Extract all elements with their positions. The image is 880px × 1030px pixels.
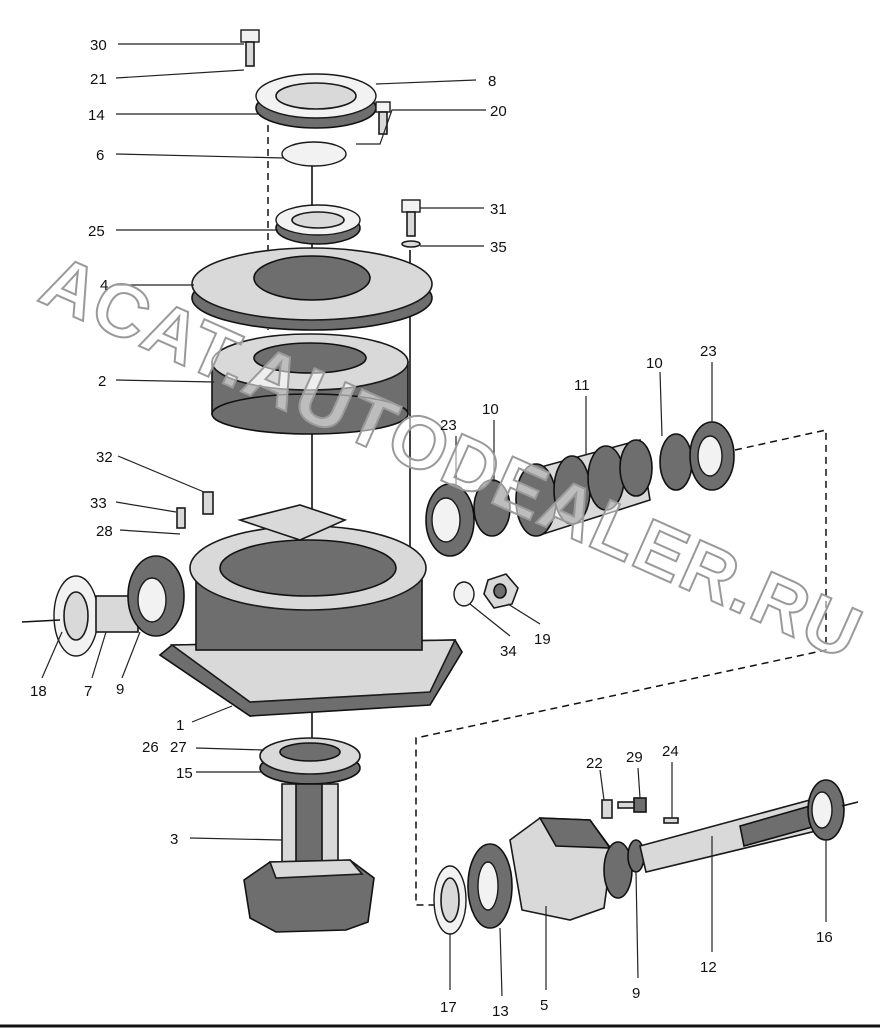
callout-23-left: 23 xyxy=(440,417,457,434)
right-axis-line xyxy=(841,801,859,807)
worm-bearing-23-left xyxy=(425,483,475,557)
callout-32: 32 xyxy=(96,449,113,466)
bolt-20 xyxy=(375,101,391,135)
shaft-12 xyxy=(639,799,822,873)
washer-35 xyxy=(401,240,421,248)
pinion-shaft-3 xyxy=(243,783,375,933)
callout-7: 7 xyxy=(84,683,92,700)
callout-19: 19 xyxy=(534,631,551,648)
callout-10-left: 10 xyxy=(482,401,499,418)
top-cover-8 xyxy=(255,73,377,129)
cover-plate-4 xyxy=(191,247,433,331)
callout-8: 8 xyxy=(488,73,496,90)
callout-33: 33 xyxy=(90,495,107,512)
callout-4: 4 xyxy=(100,277,108,294)
callout-26: 26 xyxy=(142,739,159,756)
callout-10-right: 10 xyxy=(646,355,663,372)
housing-1 xyxy=(158,504,463,717)
callout-9-left: 9 xyxy=(116,681,124,698)
callout-27: 27 xyxy=(170,739,187,756)
callout-34: 34 xyxy=(500,643,517,660)
callout-1: 1 xyxy=(176,717,184,734)
washer-22 xyxy=(601,799,613,819)
callout-22: 22 xyxy=(586,755,603,772)
callout-labels: 30 21 8 14 20 6 31 25 35 4 2 23 10 11 23… xyxy=(30,37,833,1020)
callout-24: 24 xyxy=(662,743,679,760)
ring-gear-2 xyxy=(211,333,409,435)
seal-13 xyxy=(467,843,513,929)
callout-3: 3 xyxy=(170,831,178,848)
bolt-29 xyxy=(617,797,647,813)
callout-14: 14 xyxy=(88,107,105,124)
callout-9-right: 9 xyxy=(632,985,640,1002)
callout-18: 18 xyxy=(30,683,47,700)
worm-housing-5 xyxy=(509,817,633,921)
key-24 xyxy=(663,817,679,824)
bolt-30 xyxy=(240,29,260,67)
side-axis-line xyxy=(21,619,61,623)
worm-11 xyxy=(515,438,653,537)
callout-20: 20 xyxy=(490,103,507,120)
callout-2: 2 xyxy=(98,373,106,390)
bolt-32 xyxy=(202,491,214,515)
spacer-10-right xyxy=(659,433,693,491)
washer-6 xyxy=(281,141,347,167)
callout-28: 28 xyxy=(96,523,113,540)
callout-16: 16 xyxy=(816,929,833,946)
flange-16 xyxy=(807,779,845,841)
callout-12: 12 xyxy=(700,959,717,976)
callout-31: 31 xyxy=(490,201,507,218)
bearing-9-left xyxy=(127,555,185,637)
callout-5: 5 xyxy=(540,997,548,1014)
bolt-31 xyxy=(401,199,421,237)
callout-11: 11 xyxy=(574,377,590,394)
callout-29: 29 xyxy=(626,749,643,766)
pin-33 xyxy=(176,507,186,529)
bearing-25 xyxy=(275,204,361,245)
flange-18 xyxy=(53,575,99,657)
callout-13: 13 xyxy=(492,1003,509,1020)
washer-34 xyxy=(453,581,475,607)
callout-35: 35 xyxy=(490,239,507,256)
callout-25: 25 xyxy=(88,223,105,240)
callout-15: 15 xyxy=(176,765,193,782)
bearing-15 xyxy=(259,737,361,785)
callout-6: 6 xyxy=(96,147,104,164)
leader-lines xyxy=(41,43,827,997)
gasket-17 xyxy=(433,865,467,935)
callout-21: 21 xyxy=(90,71,107,88)
callout-30: 30 xyxy=(90,37,107,54)
callout-17: 17 xyxy=(440,999,457,1016)
worm-bearing-23-right xyxy=(689,421,735,491)
nut-19 xyxy=(483,573,519,609)
spacer-10-left xyxy=(473,479,511,537)
callout-23-right: 23 xyxy=(700,343,717,360)
assembly-path-dashed xyxy=(415,429,827,906)
